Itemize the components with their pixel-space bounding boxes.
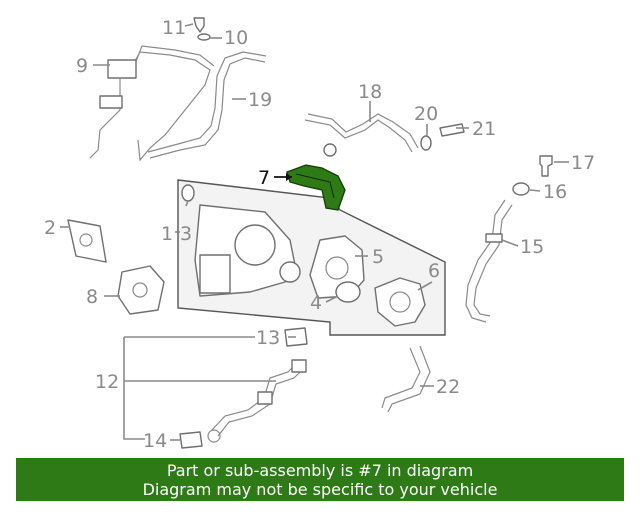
part-10-washer <box>197 33 211 41</box>
part-15-hose <box>465 199 513 323</box>
part-4-ring <box>335 281 361 303</box>
part-17-bolt <box>539 155 553 177</box>
callout-14: 14 <box>143 430 167 452</box>
part-21-bolt <box>439 123 465 137</box>
callout-22: 22 <box>436 376 460 398</box>
callout-4: 4 <box>310 292 322 314</box>
callout-10: 10 <box>224 27 248 49</box>
info-banner: Part or sub-assembly is #7 in diagram Di… <box>16 458 624 501</box>
callout-9: 9 <box>76 55 88 77</box>
callout-12: 12 <box>95 371 119 393</box>
part-14-flange <box>179 429 221 449</box>
callout-21: 21 <box>472 118 496 140</box>
part-22-hose <box>381 345 431 413</box>
callout-7: 7 <box>258 167 270 189</box>
callout-20: 20 <box>414 103 438 125</box>
banner-line-2: Diagram may not be specific to your vehi… <box>142 480 498 499</box>
leader-7 <box>274 173 292 181</box>
part-12-pipe <box>211 359 307 437</box>
part-2-gasket <box>67 219 107 263</box>
callout-6: 6 <box>428 260 440 282</box>
callout-3: 3 <box>180 223 192 245</box>
part-8-bracket <box>117 265 165 315</box>
callout-11: 11 <box>162 17 186 39</box>
part-11-bolt <box>193 17 205 33</box>
part-16-ring <box>512 182 530 196</box>
callout-15: 15 <box>520 236 544 258</box>
callout-16: 16 <box>543 181 567 203</box>
part-9-pipe <box>89 45 215 162</box>
part-1-turbocharger <box>194 204 301 297</box>
callout-17: 17 <box>571 152 595 174</box>
callout-18: 18 <box>358 81 382 103</box>
callout-8: 8 <box>86 286 98 308</box>
callout-2: 2 <box>44 217 56 239</box>
callout-13: 13 <box>256 327 280 349</box>
banner-line-1: Part or sub-assembly is #7 in diagram <box>166 461 474 480</box>
leader-lines <box>60 23 569 441</box>
part-20-ring <box>420 135 432 151</box>
part-19-pipe <box>147 51 267 159</box>
callout-5: 5 <box>372 246 384 268</box>
part-3-ring <box>181 184 195 202</box>
part-7-heat-shield <box>286 164 346 211</box>
callout-19: 19 <box>248 89 272 111</box>
part-18-pipe <box>304 113 419 157</box>
callout-1: 1 <box>161 223 173 245</box>
part-6-housing <box>374 277 426 327</box>
